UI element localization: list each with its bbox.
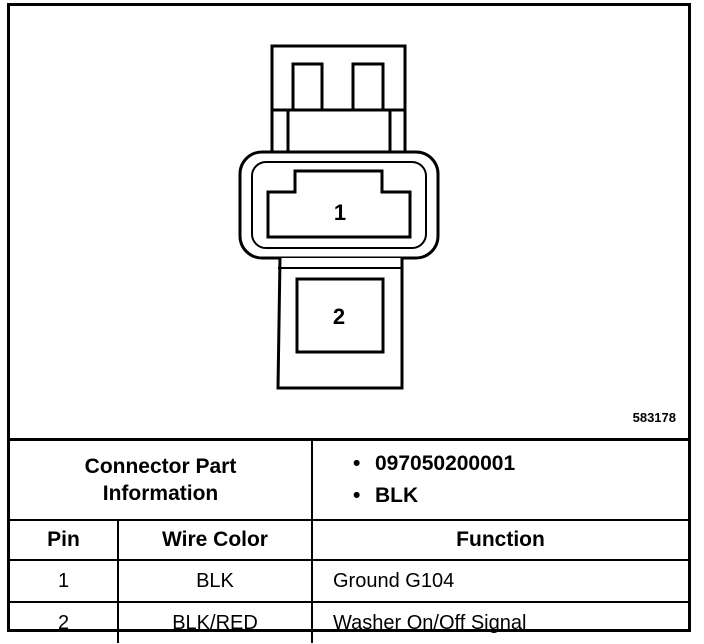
figure-id: 583178 (632, 410, 676, 425)
cell-wire-color: BLK/RED (117, 601, 313, 643)
cavity-2 (295, 277, 385, 354)
connector-info-table: Connector Part Information • 097050200001… (10, 438, 688, 643)
part-number-item: • 097050200001 (353, 448, 688, 480)
part-info-label-line1: Connector Part (84, 455, 237, 478)
pin-label-1: 1 (334, 200, 346, 225)
pin-label-2: 2 (333, 304, 345, 329)
terminal-slot-right (351, 62, 385, 112)
part-info-row: Connector Part Information • 097050200001… (10, 438, 688, 521)
part-number-item: • BLK (353, 480, 688, 512)
cell-pin: 2 (10, 601, 119, 643)
header-wire-color: Wire Color (117, 519, 313, 561)
header-pin: Pin (10, 519, 119, 561)
connector-diagram: 1 2 583178 (10, 6, 688, 438)
header-function: Function (311, 519, 688, 561)
part-number: 097050200001 (375, 452, 516, 475)
cell-function: Ground G104 (311, 559, 688, 603)
table-row: 2 BLK/RED Washer On/Off Signal (10, 601, 688, 643)
cell-function: Washer On/Off Signal (311, 601, 688, 643)
part-color: BLK (375, 484, 419, 507)
table-row: 1 BLK Ground G104 (10, 559, 688, 603)
header-row: Pin Wire Color Function (10, 519, 688, 561)
cavity-1 (266, 169, 412, 239)
cell-pin: 1 (10, 559, 119, 603)
part-info-label: Connector Part Information (10, 438, 313, 521)
terminal-slot-left (291, 62, 324, 112)
part-info-label-line2: Information (102, 482, 219, 505)
bullet-icon: • (353, 484, 361, 507)
connector-drawing: 1 2 (238, 44, 440, 390)
part-numbers: • 097050200001 • BLK (311, 438, 688, 521)
bullet-icon: • (353, 452, 361, 475)
cell-wire-color: BLK (117, 559, 313, 603)
connector-end-view-frame: 1 2 583178 Connector Part Information • 0… (7, 3, 691, 643)
